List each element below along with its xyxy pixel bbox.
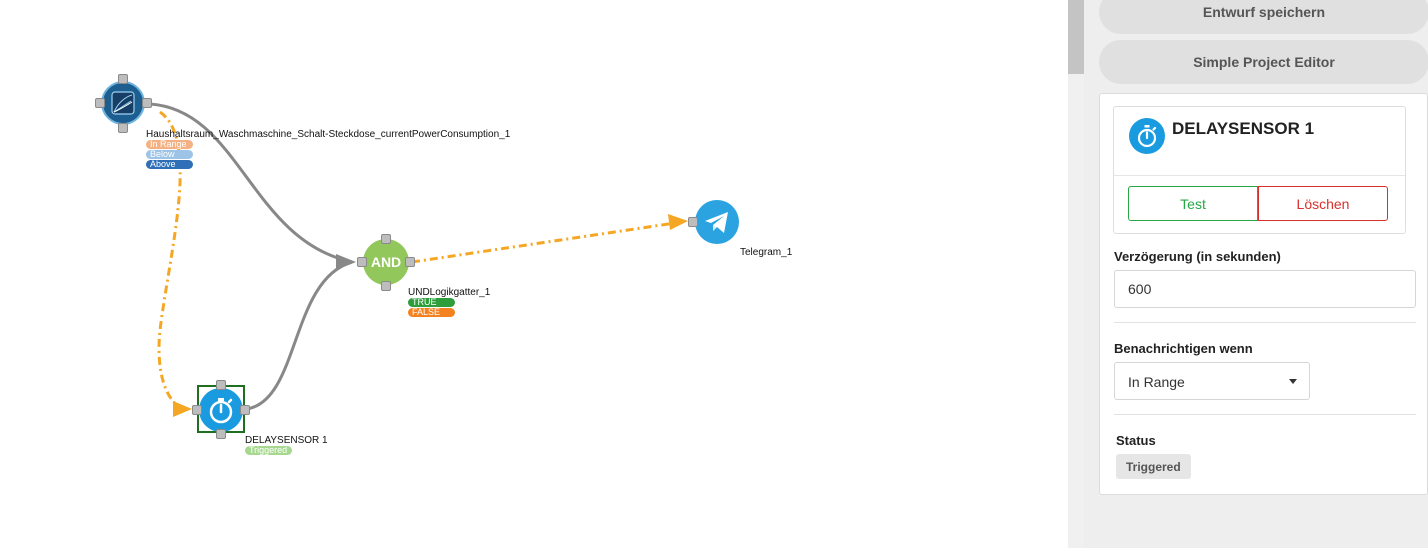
power-sensor-port-right[interactable] bbox=[142, 98, 152, 108]
divider-1 bbox=[1114, 322, 1416, 323]
edge-power-to-and[interactable] bbox=[149, 102, 353, 264]
edge-delay-to-and[interactable] bbox=[246, 260, 353, 411]
stopwatch-icon bbox=[209, 398, 233, 424]
state-tag-triggered: Triggered bbox=[245, 446, 292, 455]
telegram-node[interactable] bbox=[695, 200, 739, 244]
divider-2 bbox=[1114, 414, 1416, 415]
state-tag-false: FALSE bbox=[408, 308, 455, 317]
delay-sensor-label: DELAYSENSOR 1 bbox=[245, 435, 328, 446]
sidebar: Entwurf speichern Simple Project Editor … bbox=[1084, 0, 1428, 548]
and-gate-node[interactable]: AND bbox=[363, 239, 409, 285]
telegram-port-left[interactable] bbox=[688, 217, 698, 227]
status-label: Status bbox=[1116, 433, 1156, 448]
delay-sensor-port-bottom[interactable] bbox=[216, 429, 226, 439]
simple-project-editor-button[interactable]: Simple Project Editor bbox=[1099, 40, 1428, 84]
canvas-scrollbar[interactable] bbox=[1068, 0, 1084, 548]
telegram-icon bbox=[705, 212, 728, 233]
power-sensor-label: Haushaltsraum_Waschmaschine_Schalt-Steck… bbox=[146, 129, 511, 140]
delete-button[interactable]: Löschen bbox=[1258, 186, 1388, 221]
edge-and-to-telegram[interactable] bbox=[411, 220, 683, 264]
and-gate-text: AND bbox=[370, 254, 402, 270]
delay-label: Verzögerung (in sekunden) bbox=[1114, 249, 1281, 264]
delay-sensor-port-top[interactable] bbox=[216, 380, 226, 390]
caret-down-icon bbox=[1289, 379, 1297, 384]
node-card-header: DELAYSENSOR 1 bbox=[1114, 107, 1405, 176]
scrollbar-thumb[interactable] bbox=[1068, 0, 1084, 74]
and-gate-port-left[interactable] bbox=[357, 257, 367, 267]
test-button[interactable]: Test bbox=[1128, 186, 1258, 221]
delay-sensor-port-left[interactable] bbox=[192, 405, 202, 415]
arrowhead-and bbox=[336, 254, 356, 270]
state-tag-true: TRUE bbox=[408, 298, 455, 307]
power-sensor-port-left[interactable] bbox=[95, 98, 105, 108]
node-card-icon-circle bbox=[1129, 118, 1165, 154]
and-gate-port-right[interactable] bbox=[405, 257, 415, 267]
node-properties-panel: DELAYSENSOR 1 Test Löschen Verzögerung (… bbox=[1099, 93, 1428, 495]
notify-dropdown[interactable]: In Range bbox=[1114, 362, 1310, 400]
and-gate-port-bottom[interactable] bbox=[381, 281, 391, 291]
stopwatch-icon bbox=[1137, 125, 1157, 148]
node-card-title: DELAYSENSOR 1 bbox=[1172, 119, 1315, 138]
status-badge: Triggered bbox=[1116, 454, 1191, 479]
arrowhead-telegram bbox=[668, 214, 688, 230]
telegram-label: Telegram_1 bbox=[740, 247, 793, 258]
delay-sensor-node[interactable] bbox=[199, 388, 243, 432]
power-gauge-icon bbox=[111, 91, 135, 115]
and-gate-label: UNDLogikgatter_1 bbox=[408, 287, 491, 298]
state-tag-below: Below bbox=[146, 150, 193, 159]
flow-canvas[interactable]: Haushaltsraum_Waschmaschine_Schalt-Steck… bbox=[0, 0, 1068, 548]
arrowhead-delay bbox=[173, 401, 192, 417]
and-gate-port-top[interactable] bbox=[381, 234, 391, 244]
notify-label: Benachrichtigen wenn bbox=[1114, 341, 1253, 356]
delay-input[interactable] bbox=[1114, 270, 1416, 308]
node-card: DELAYSENSOR 1 Test Löschen bbox=[1113, 106, 1406, 234]
delay-sensor-port-right[interactable] bbox=[240, 405, 250, 415]
power-sensor-port-top[interactable] bbox=[118, 74, 128, 84]
notify-dropdown-value: In Range bbox=[1128, 374, 1185, 390]
save-draft-button[interactable]: Entwurf speichern bbox=[1099, 0, 1428, 34]
connections-layer bbox=[149, 102, 688, 417]
state-tag-above: Above bbox=[146, 160, 193, 169]
power-sensor-port-bottom[interactable] bbox=[118, 123, 128, 133]
state-tag-in-range: In Range bbox=[146, 140, 193, 149]
power-sensor-node[interactable] bbox=[101, 81, 145, 125]
